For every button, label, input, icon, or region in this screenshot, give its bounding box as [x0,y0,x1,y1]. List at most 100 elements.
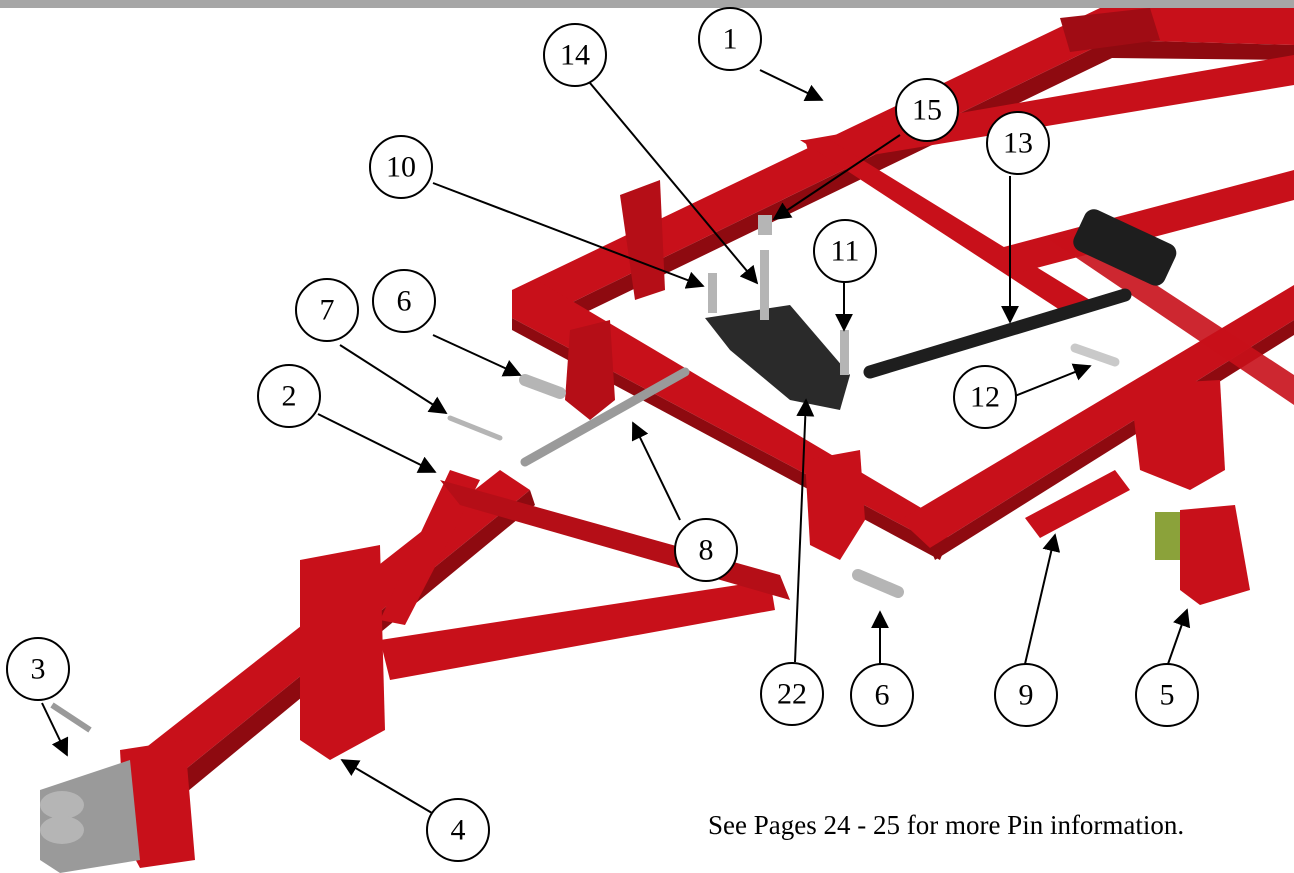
frame-left-bracket [565,320,615,420]
clevis-ear-lower [40,816,84,844]
callout-number: 15 [912,94,942,127]
callout-circle [760,662,824,726]
callout-22: 22 [760,662,824,726]
callout-4: 4 [426,798,490,862]
pin-10 [708,273,717,313]
callout-8: 8 [674,518,738,582]
callout-6-upper: 6 [372,269,436,333]
leader-15 [772,134,901,220]
clevis-body [40,760,140,873]
callout-circle [895,78,959,142]
cylinder-mount [1073,209,1177,286]
callout-number: 22 [777,678,807,711]
leader-10 [432,182,705,289]
callout-circle [850,663,914,727]
top-border-bar [0,0,1294,8]
pin-6-upper [519,374,566,399]
callout-circle [257,364,321,428]
callout-number: 1 [723,23,738,56]
callout-number: 3 [31,653,46,686]
callout-number: 6 [875,679,890,712]
callout-circle [698,7,762,71]
pin-12 [1070,343,1120,367]
callout-12: 12 [953,365,1017,429]
link-9 [1025,470,1130,538]
callout-13: 13 [986,111,1050,175]
callout-3: 3 [6,637,70,701]
pin-6-lower [852,569,904,598]
pin-14 [760,250,769,320]
callout-circle [369,135,433,199]
callout-2: 2 [257,364,321,428]
main-frame [512,8,1294,560]
leader-2 [317,413,437,473]
frame-lower-bracket [805,450,865,560]
pin-11 [840,330,849,375]
frame-front-rail [900,285,1294,548]
leader-14 [589,82,759,285]
rear-bracket [1130,380,1225,490]
leader-9 [1024,533,1061,665]
leader-4 [340,759,433,814]
callout-circle [1135,663,1199,727]
callout-1: 1 [698,7,762,71]
turnbuckle [520,367,690,467]
leader-1 [759,69,824,102]
callout-number: 5 [1160,679,1175,712]
callout-number: 12 [970,381,1000,414]
leader-7 [339,344,448,414]
callout-circle [543,23,607,87]
callout-number: 8 [699,534,714,567]
callout-15: 15 [895,78,959,142]
leader-12 [1014,363,1092,397]
frame-front-rail-shade [930,320,1294,560]
leader-22 [794,398,815,663]
callout-circle [295,278,359,342]
callout-circle [953,365,1017,429]
clevis-pin [50,702,92,733]
pin-7 [447,415,503,441]
hitch-tongue [120,470,790,868]
leader-6a [432,334,522,377]
callout-number: 14 [560,39,590,72]
frame-top-rail [512,8,1294,318]
callout-circle [372,269,436,333]
frame-upper-bracket [620,180,665,300]
leader-8 [631,421,681,521]
leader-lines [41,69,1191,814]
clevis-hitch [40,702,140,873]
callout-11: 11 [813,219,877,283]
leader-3 [41,702,69,757]
callout-number: 2 [282,380,297,413]
callout-9: 9 [994,663,1058,727]
callout-circle [986,111,1050,175]
callout-number: 11 [831,235,860,268]
callout-circle [426,798,490,862]
hydraulic-cylinder [863,288,1132,379]
callout-6-lower: 6 [850,663,914,727]
hub-flange [1180,505,1250,605]
callout-number: 9 [1019,679,1034,712]
clevis-ear-upper [40,791,84,819]
callout-7: 7 [295,278,359,342]
tongue-front-mount [120,740,195,868]
frame-back-right [1060,8,1160,52]
callout-number: 4 [451,814,466,847]
pin-15 [758,215,772,235]
callout-number: 6 [397,285,412,318]
pin-information-note: See Pages 24 - 25 for more Pin informati… [708,810,1185,840]
callout-number: 13 [1003,127,1033,160]
callout-circle [674,518,738,582]
leader-5 [1167,608,1191,665]
tongue-hitch-plate [300,545,385,760]
callout-14: 14 [543,23,607,87]
tongue-brace-upper [380,470,480,625]
linkage-arm [705,305,850,410]
frame-cross-mid [1050,235,1294,405]
callout-circle [6,637,70,701]
tongue-brace-lower [380,580,775,680]
callout-circle [813,219,877,283]
callout-5: 5 [1135,663,1199,727]
callout-number: 10 [386,151,416,184]
